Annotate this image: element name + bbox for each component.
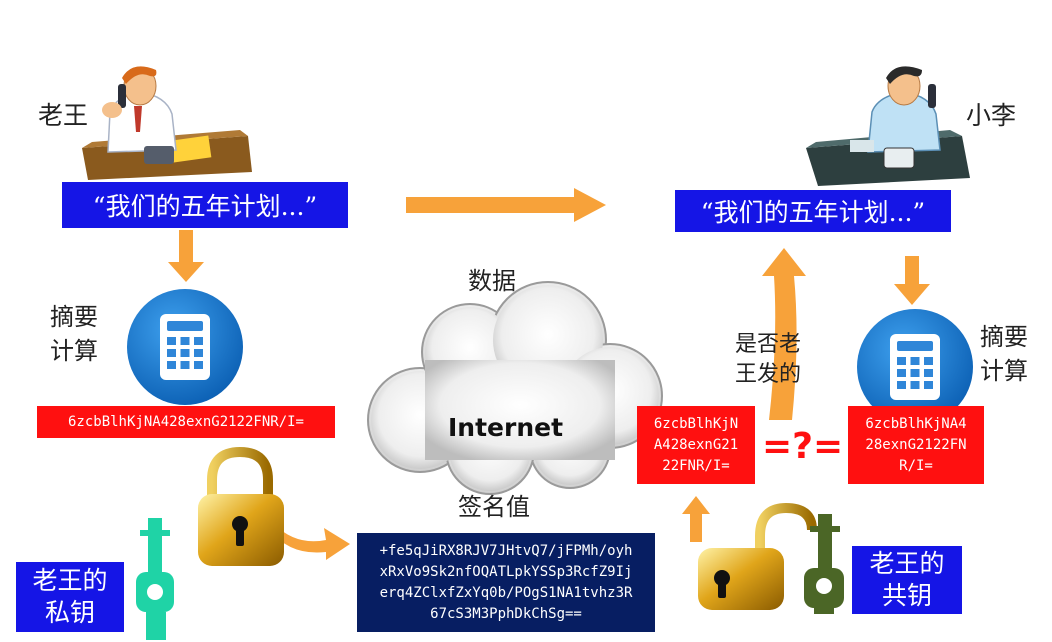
sender-hash: 6zcbBlhKjNA428exnG2122FNR/I= [37, 406, 335, 438]
sender-person-icon [82, 66, 252, 180]
lock-icon [698, 502, 817, 610]
arrow-compare-to-message [762, 248, 806, 420]
receiver-person-icon [806, 66, 970, 186]
private-key-label: 老王的 私钥 [16, 562, 124, 632]
arrow-unlock-to-hash [682, 496, 710, 542]
data-label: 数据 [468, 267, 516, 295]
digest-label-sender: 摘要 计算 [50, 303, 98, 365]
calculator-icon [127, 289, 243, 405]
signature-label: 签名值 [458, 493, 530, 521]
receiver-hash: 6zcbBlhKjNA4 28exnG2122FN R/I= [848, 406, 984, 484]
cloud-label: Internet [448, 413, 564, 442]
compare-symbol: =?= [762, 426, 844, 467]
signature-value: +fe5qJiRX8RJV7JHtvQ7/jFPMh/oyh xRxVo9Sk2… [357, 533, 655, 632]
public-key-label: 老王的 共钥 [852, 546, 962, 614]
key-icon [136, 518, 174, 640]
received-message: “我们的五年计划...” [675, 190, 951, 232]
decrypted-hash: 6zcbBlhKjN A428exnG21 22FNR/I= [637, 406, 755, 484]
arrow-sender-to-receiver [406, 188, 606, 222]
cloud-icon [367, 281, 663, 495]
compare-question: 是否老 王发的 [735, 332, 802, 387]
key-icon [804, 514, 844, 614]
arrow-lock-to-signature [270, 524, 350, 560]
arrow-message-to-digest-left [168, 230, 204, 282]
calculator-icon [857, 309, 973, 425]
original-message: “我们的五年计划...” [62, 182, 348, 228]
lock-icon [198, 446, 284, 566]
receiver-name: 小李 [966, 101, 1017, 130]
sender-name: 老王 [38, 101, 89, 130]
arrow-message-to-digest-right [894, 256, 930, 305]
digest-label-receiver: 摘要 计算 [980, 323, 1028, 385]
